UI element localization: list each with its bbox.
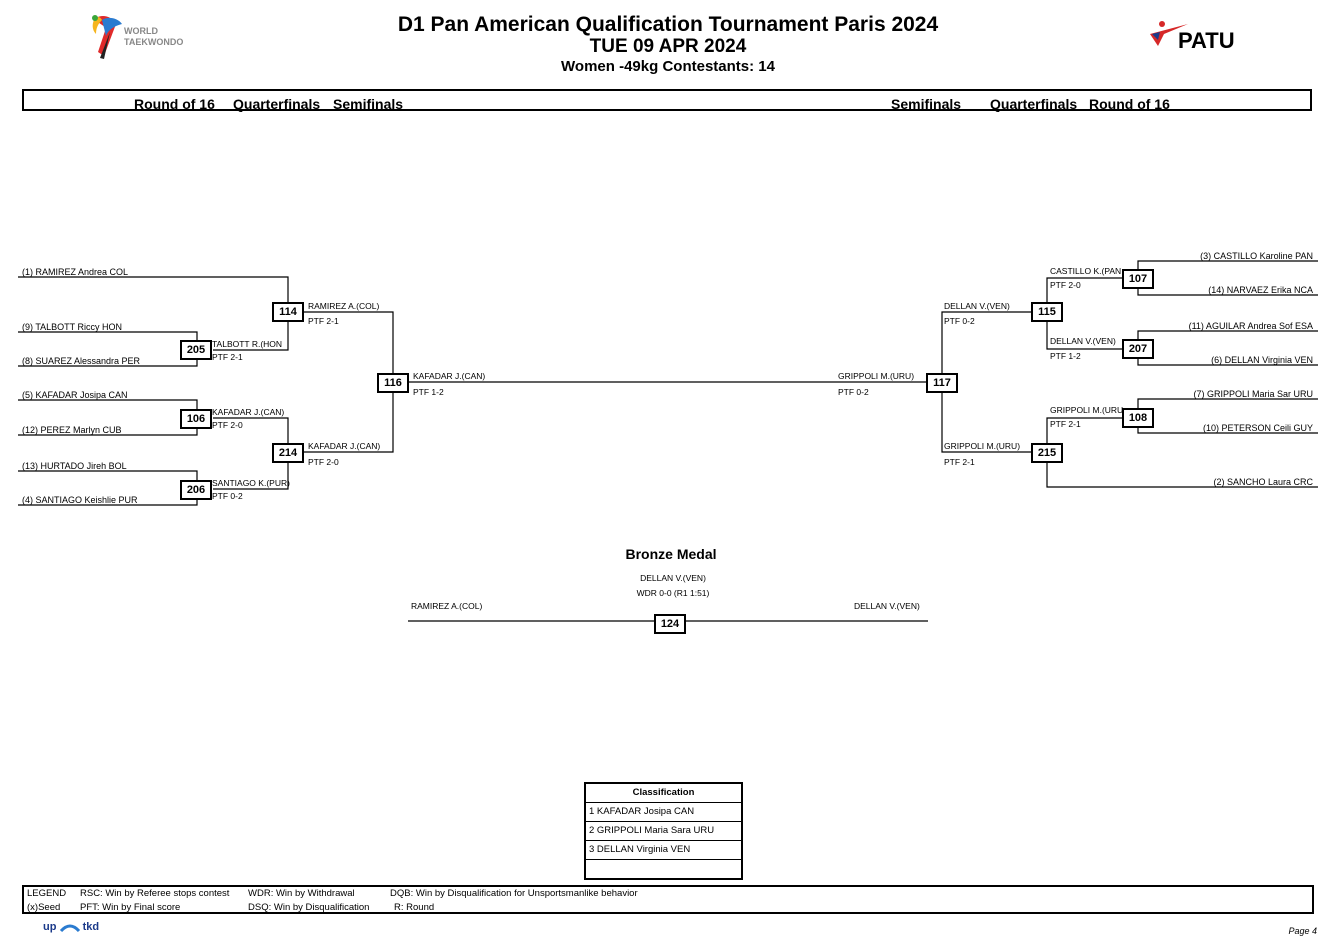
classification-row-1: 1 KAFADAR Josipa CAN: [586, 802, 741, 821]
round-label-right-sf: Semifinals: [891, 96, 962, 112]
match-winner-114: RAMIREZ A.(COL): [308, 301, 380, 311]
legend-wdr: WDR: Win by Withdrawal: [248, 888, 355, 899]
round-label-left-r16: Round of 16: [134, 96, 215, 112]
entry-right-4: (6) DELLAN Virginia VEN: [1211, 355, 1313, 365]
entry-left-3: (8) SUAREZ Alessandra PER: [22, 356, 141, 366]
match-box-205[interactable]: 205: [180, 340, 212, 360]
match-winner-106: KAFADAR J.(CAN): [212, 407, 285, 417]
classification-row-4: [586, 859, 741, 878]
match-winner-206: SANTIAGO K.(PUR): [212, 478, 290, 488]
patu-logo: PATU: [1148, 20, 1258, 54]
match-score-206: PTF 0-2: [212, 491, 243, 501]
classification-title: Classification: [632, 787, 695, 798]
entry-right-5: (7) GRIPPOLI Maria Sar URU: [1193, 389, 1313, 399]
legend-label: LEGEND: [27, 888, 67, 899]
entry-right-6: (10) PETERSON Ceili GUY: [1202, 423, 1313, 433]
match-winner-115: DELLAN V.(VEN): [944, 301, 1010, 311]
entry-left-5: (12) PEREZ Marlyn CUB: [22, 425, 122, 435]
round-header-bar: Round of 16 Quarterfinals Semifinals Sem…: [22, 89, 1312, 112]
match-score-107: PTF 2-0: [1050, 280, 1081, 290]
legend-seed: (x)Seed: [27, 902, 61, 913]
entry-right-1: (3) CASTILLO Karoline PAN: [1200, 251, 1313, 261]
match-score-215: PTF 2-1: [944, 457, 975, 467]
match-box-207[interactable]: 207: [1122, 339, 1154, 359]
bronze-left-competitor: RAMIREZ A.(COL): [411, 601, 483, 611]
entry-right-7: (2) SANCHO Laura CRC: [1213, 477, 1313, 487]
bronze-medal-title: Bronze Medal: [625, 546, 717, 562]
entry-left-2: (9) TALBOTT Riccy HON: [22, 322, 123, 332]
match-box-215[interactable]: 215: [1031, 443, 1063, 463]
entry-right-2: (14) NARVAEZ Erika NCA: [1208, 285, 1313, 295]
bronze-right-competitor: DELLAN V.(VEN): [854, 601, 920, 611]
uptkd-logo: up tkd: [43, 921, 99, 933]
match-box-115[interactable]: 115: [1031, 302, 1063, 322]
match-winner-215: GRIPPOLI M.(URU): [944, 441, 1021, 451]
round-label-right-r16: Round of 16: [1089, 96, 1170, 112]
match-score-214: PTF 2-0: [308, 457, 339, 467]
match-score-114: PTF 2-1: [308, 316, 339, 326]
bronze-score: WDR 0-0 (R1 1:51): [636, 588, 710, 598]
classification-row-3: 3 DELLAN Virginia VEN: [586, 840, 741, 859]
tournament-title: D1 Pan American Qualification Tournament…: [397, 13, 939, 36]
match-winner-207: DELLAN V.(VEN): [1050, 336, 1116, 346]
legend-r: R: Round: [394, 902, 435, 913]
match-score-205: PTF 2-1: [212, 352, 243, 362]
match-box-117[interactable]: 117: [926, 373, 958, 393]
match-box-106[interactable]: 106: [180, 409, 212, 429]
bronze-winner: DELLAN V.(VEN): [640, 573, 706, 583]
match-box-116[interactable]: 116: [377, 373, 409, 393]
uptkd-up: up: [43, 921, 57, 933]
entry-left-7: (4) SANTIAGO Keishlie PUR: [22, 495, 138, 505]
legend-box: LEGEND (x)Seed RSC: Win by Referee stops…: [22, 885, 1314, 914]
legend-pft: PFT: Win by Final score: [80, 902, 181, 913]
entry-left-6: (13) HURTADO Jireh BOL: [22, 461, 127, 471]
match-score-108: PTF 2-1: [1050, 419, 1081, 429]
match-score-106: PTF 2-0: [212, 420, 243, 430]
round-label-right-qf: Quarterfinals: [990, 96, 1078, 112]
match-box-206[interactable]: 206: [180, 480, 212, 500]
wave-icon: [59, 924, 80, 933]
match-score-116: PTF 1-2: [413, 387, 444, 397]
page-number: Page 4: [1288, 926, 1317, 936]
legend-dsq: DSQ: Win by Disqualification: [248, 902, 370, 913]
classification-table: Classification 1 KAFADAR Josipa CAN 2 GR…: [584, 782, 743, 880]
svg-text:PATU: PATU: [1178, 28, 1235, 53]
match-winner-214: KAFADAR J.(CAN): [308, 441, 381, 451]
tournament-date: TUE 09 APR 2024: [589, 36, 747, 57]
match-box-124[interactable]: 124: [654, 614, 686, 634]
match-box-107[interactable]: 107: [1122, 269, 1154, 289]
round-label-left-sf: Semifinals: [333, 96, 404, 112]
match-score-207: PTF 1-2: [1050, 351, 1081, 361]
entry-left-4: (5) KAFADAR Josipa CAN: [22, 390, 128, 400]
match-winner-205: TALBOTT R.(HON: [212, 339, 283, 349]
legend-dqb: DQB: Win by Disqualification for Unsport…: [390, 888, 638, 899]
match-winner-107: CASTILLO K.(PAN: [1050, 266, 1122, 276]
weight-category: Women -49kg Contestants: 14: [561, 58, 775, 75]
entry-left-1: (1) RAMIREZ Andrea COL: [22, 267, 129, 277]
svg-text:TAEKWONDO: TAEKWONDO: [124, 37, 183, 47]
match-score-115: PTF 0-2: [944, 316, 975, 326]
world-taekwondo-logo: WORLD TAEKWONDO: [88, 12, 198, 62]
match-winner-116: KAFADAR J.(CAN): [413, 371, 486, 381]
match-winner-108: GRIPPOLI M.(URU: [1050, 405, 1124, 415]
classification-row-2: 2 GRIPPOLI Maria Sara URU: [586, 821, 741, 840]
match-box-214[interactable]: 214: [272, 443, 304, 463]
match-box-108[interactable]: 108: [1122, 408, 1154, 428]
match-score-117: PTF 0-2: [838, 387, 869, 397]
entry-right-3: (11) AGUILAR Andrea Sof ESA: [1188, 321, 1313, 331]
match-box-114[interactable]: 114: [272, 302, 304, 322]
legend-rsc: RSC: Win by Referee stops contest: [80, 888, 230, 899]
svg-text:WORLD: WORLD: [124, 26, 158, 36]
round-label-left-qf: Quarterfinals: [233, 96, 321, 112]
match-winner-117: GRIPPOLI M.(URU): [838, 371, 915, 381]
uptkd-tkd: tkd: [82, 921, 100, 933]
